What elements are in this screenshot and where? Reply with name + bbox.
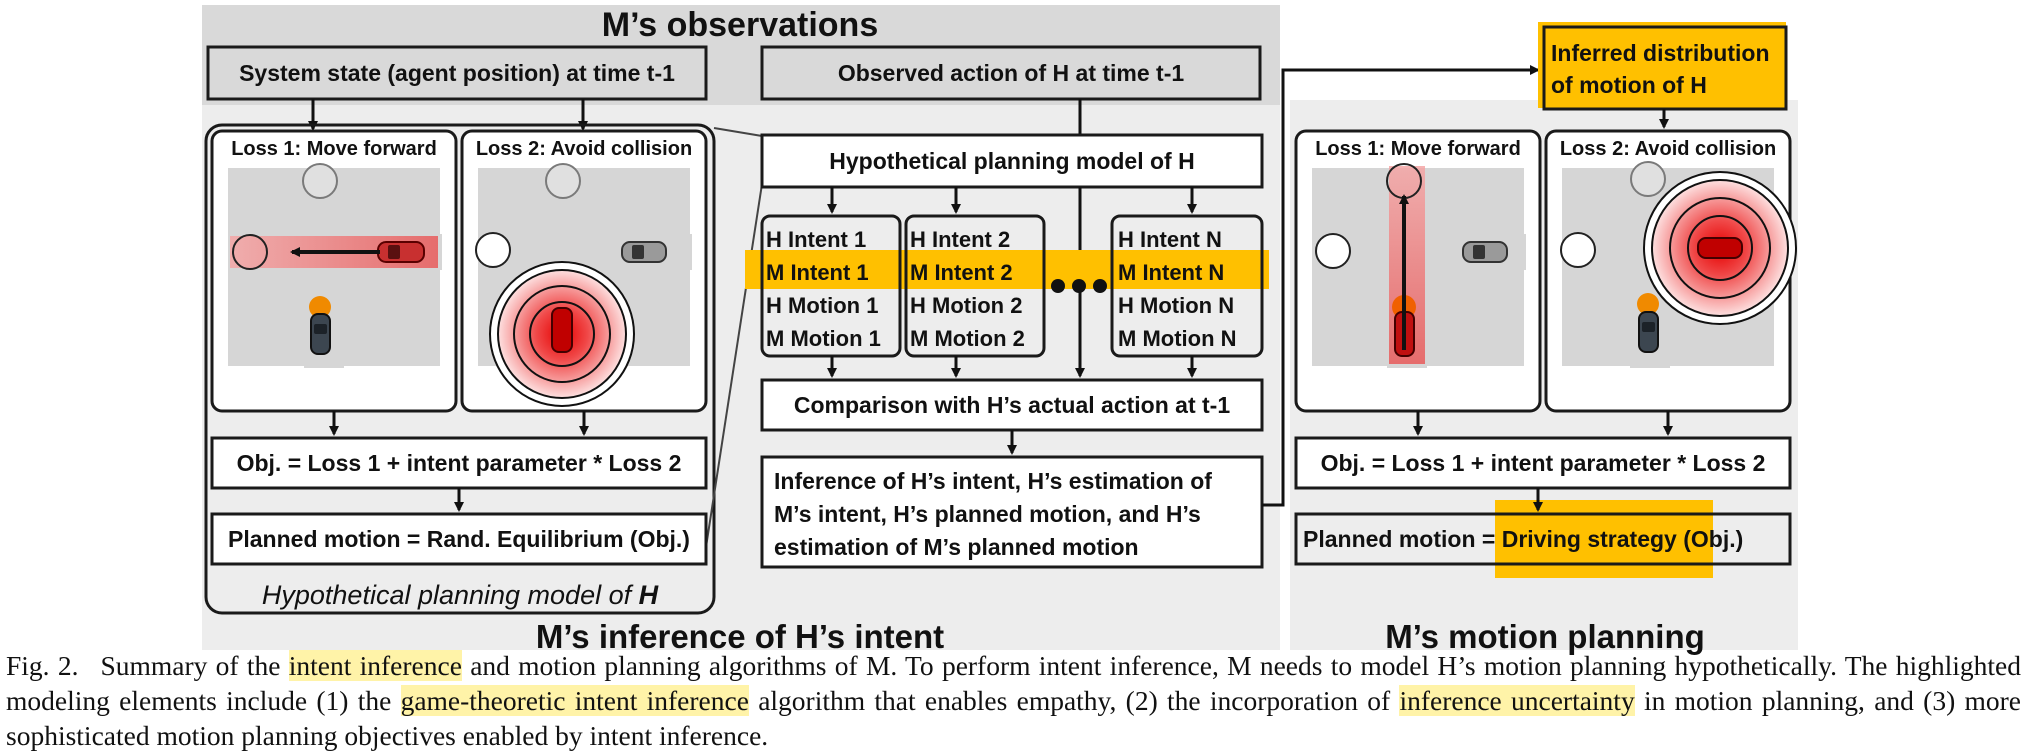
caption-seg-4: algorithm that enables empathy, (2) the … (748, 685, 1400, 716)
caption-seg-0: Summary of the (100, 650, 289, 681)
intent-col-1-h-intent: H Intent 1 (766, 227, 866, 252)
intent-col-n-h-motion: H Motion N (1118, 293, 1234, 318)
right-objective-text: Obj. = Loss 1 + intent parameter * Loss … (1321, 450, 1766, 476)
inferred-distribution-highlight (1538, 22, 1786, 108)
caption-seg-3: game-theoretic intent inference (400, 685, 749, 716)
right-loss1-west-goal (1315, 233, 1351, 269)
right-loss2-west-goal (1560, 232, 1596, 268)
right-planned-motion-box (1294, 512, 1792, 566)
right-loss2-collision-zone (1643, 171, 1797, 325)
right-loss1-m-car (1462, 241, 1508, 263)
left-loss2-north-goal (545, 163, 581, 199)
caption-seg-1: intent inference (288, 650, 462, 681)
caption-lead: Fig. 2. (6, 650, 79, 681)
m-intent-highlight (745, 250, 1269, 289)
right-loss2-h-car (1637, 293, 1659, 353)
system-state-box (206, 45, 708, 101)
comparison-text: Comparison with H’s actual action at t-1 (794, 392, 1230, 418)
left-objective-text: Obj. = Loss 1 + intent parameter * Loss … (237, 450, 682, 476)
left-loss2-collision-zone (489, 261, 635, 407)
figure-caption: Fig. 2. Summary of the intent inference a… (6, 648, 2021, 753)
left-hyp-label: Hypothetical planning model of H (262, 580, 659, 610)
inferred-distribution-line-1: Inferred distribution (1551, 40, 1770, 66)
intent-col-n (1110, 214, 1264, 358)
inferred-distribution-line-2: of motion of H (1551, 72, 1707, 98)
observations-title: M’s observations (602, 6, 878, 44)
inference-line-1: Inference of H’s intent, H’s estimation … (774, 468, 1212, 494)
intent-col-2-m-motion: M Motion 2 (910, 326, 1025, 351)
motion-planning-section-title: M’s motion planning (1385, 618, 1705, 655)
intent-col-2-h-intent: H Intent 2 (910, 227, 1010, 252)
intent-col-n-h-intent: H Intent N (1118, 227, 1222, 252)
left-loss2-west-goal (475, 232, 511, 268)
right-planned-motion-text: Planned motion = Driving strategy (Obj.) (1303, 526, 1743, 552)
left-objective-box (210, 436, 708, 490)
left-loss2-title: Loss 2: Avoid collision (476, 138, 692, 160)
left-planned-motion-text: Planned motion = Rand. Equilibrium (Obj.… (228, 526, 690, 552)
left-loss2-m-car (621, 241, 667, 263)
inference-section-title: M’s inference of H’s intent (536, 618, 944, 655)
right-loss2-north-goal (1630, 161, 1666, 197)
inference-line-2: M’s intent, H’s planned motion, and H’s (774, 501, 1201, 527)
left-loss1-west-goal (232, 234, 268, 270)
caption-seg-2: and motion planning algorithms of M. To … (6, 650, 2022, 716)
caption-seg-6: in motion planning, and (3) more sophist… (6, 685, 2022, 751)
intent-col-n-m-intent: M Intent N (1118, 260, 1224, 285)
right-loss2-title: Loss 2: Avoid collision (1560, 138, 1776, 160)
left-planned-motion-box (210, 512, 708, 566)
intent-col-1-h-motion: H Motion 1 (766, 293, 878, 318)
caption-seg-5: inference uncertainty (1399, 685, 1635, 716)
left-loss1-title: Loss 1: Move forward (231, 138, 437, 160)
intent-col-2-m-intent: M Intent 2 (910, 260, 1013, 285)
connector-inference-to-distribution (1262, 65, 1540, 507)
ellipsis-dots (1051, 279, 1107, 293)
comparison-box (760, 378, 1264, 432)
intent-col-1-m-intent: M Intent 1 (766, 260, 869, 285)
intent-col-2 (904, 214, 1046, 358)
left-loss1-h-car (309, 296, 331, 355)
inference-box (760, 455, 1264, 569)
right-loss1-title: Loss 1: Move forward (1315, 138, 1521, 160)
observed-action-box (760, 45, 1262, 101)
system-state-text: System state (agent position) at time t-… (239, 60, 675, 86)
inference-line-3: estimation of M’s planned motion (774, 534, 1139, 560)
right-objective-box (1294, 436, 1792, 490)
hyp-model-text: Hypothetical planning model of H (829, 148, 1194, 174)
left-loss1-m-car (377, 241, 425, 263)
intent-col-1-m-motion: M Motion 1 (766, 326, 881, 351)
intent-col-2-h-motion: H Motion 2 (910, 293, 1022, 318)
zoom-line-bottom (703, 183, 763, 561)
hyp-model-box (760, 133, 1264, 189)
intent-col-n-m-motion: M Motion N (1118, 326, 1237, 351)
left-hyp-frame (204, 123, 716, 615)
zoom-line-top (713, 127, 763, 137)
left-loss1-north-goal (302, 163, 338, 199)
observed-action-text: Observed action of H at time t-1 (838, 60, 1185, 86)
